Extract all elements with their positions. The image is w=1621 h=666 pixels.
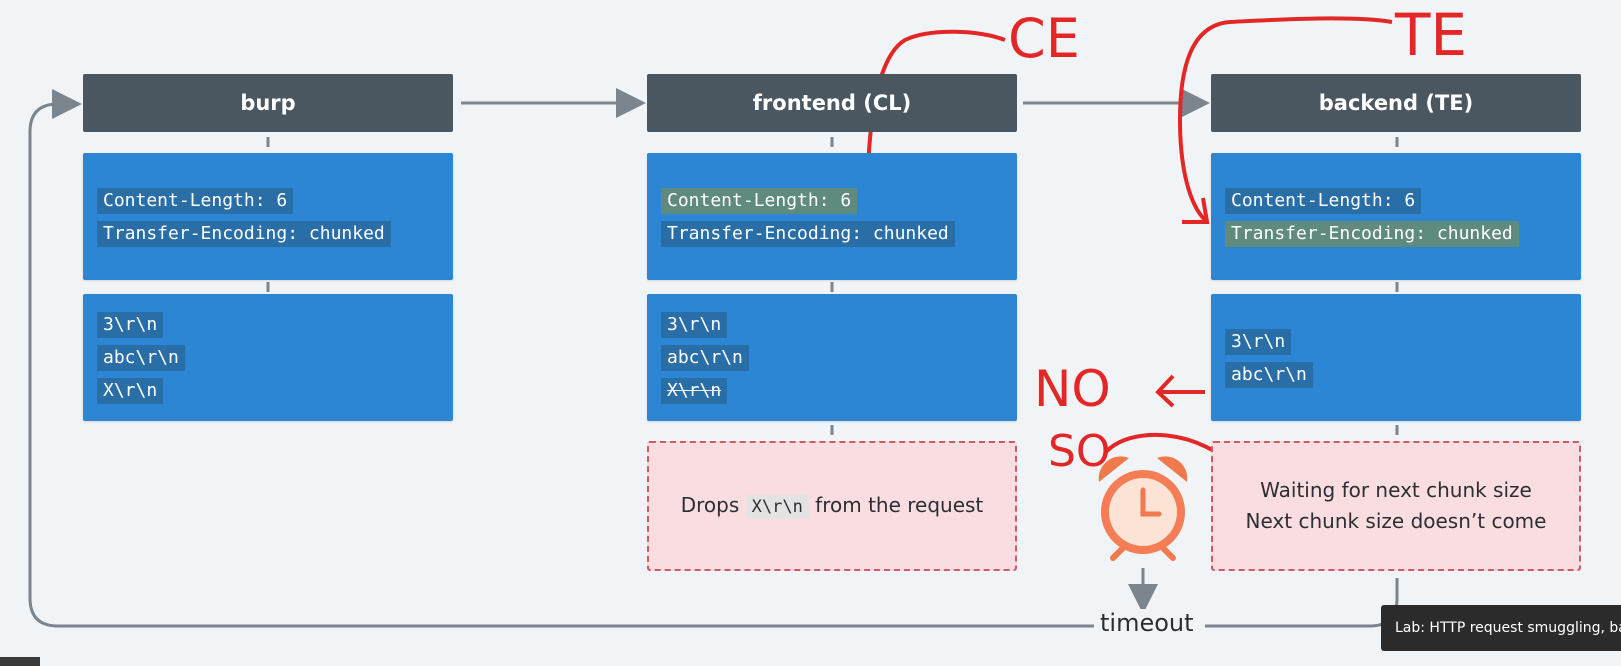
- backend-header-transfer-encoding: Transfer-Encoding: chunked: [1225, 221, 1519, 247]
- no-arrow: [1155, 374, 1205, 408]
- burp-body-line: abc\r\n: [97, 345, 185, 371]
- alarm-clock-icon: [1098, 456, 1188, 561]
- backend-note-line2: Next chunk size doesn’t come: [1245, 509, 1547, 533]
- frontend-header-transfer-encoding: Transfer-Encoding: chunked: [661, 221, 955, 247]
- frontend-note: Drops X\r\n from the request: [647, 441, 1017, 571]
- frontend-headers-box: Content-Length: 6 Transfer-Encoding: chu…: [647, 153, 1017, 280]
- corner-fragment: [0, 657, 40, 666]
- annotation-no: NO: [1034, 360, 1111, 418]
- backend-body-line: abc\r\n: [1225, 362, 1313, 388]
- backend-body-box: 3\r\n abc\r\n: [1211, 294, 1581, 421]
- frontend-body-line: 3\r\n: [661, 312, 728, 338]
- frontend-body-line-dropped: X\r\n: [661, 378, 728, 404]
- frontend-body-line: abc\r\n: [661, 345, 749, 371]
- burp-body-line: 3\r\n: [97, 312, 164, 338]
- burp-headers-box: Content-Length: 6 Transfer-Encoding: chu…: [83, 153, 453, 280]
- backend-headers-box: Content-Length: 6 Transfer-Encoding: chu…: [1211, 153, 1581, 280]
- burp-header-transfer-encoding: Transfer-Encoding: chunked: [97, 221, 391, 247]
- backend-header-content-length: Content-Length: 6: [1225, 188, 1422, 214]
- node-frontend-header: frontend (CL): [647, 74, 1017, 132]
- te-arrow: [1177, 16, 1393, 222]
- backend-note: Waiting for next chunk size Next chunk s…: [1211, 441, 1581, 571]
- frontend-note-code: X\r\n: [745, 494, 809, 519]
- timeout-label: timeout: [1096, 609, 1198, 637]
- burp-body-box: 3\r\n abc\r\n X\r\n: [83, 294, 453, 421]
- node-backend-header: backend (TE): [1211, 74, 1581, 132]
- node-burp-header: burp: [83, 74, 453, 132]
- burp-body-line: X\r\n: [97, 378, 164, 404]
- annotation-te: TE: [1395, 1, 1468, 69]
- frontend-note-text: Drops X\r\n from the request: [680, 492, 984, 519]
- frontend-body-box: 3\r\n abc\r\n X\r\n: [647, 294, 1017, 421]
- burp-header-content-length: Content-Length: 6: [97, 188, 294, 214]
- backend-note-line1: Waiting for next chunk size: [1260, 478, 1532, 502]
- lab-tooltip: Lab: HTTP request smuggling, basic: [1381, 605, 1621, 651]
- annotation-ce: CE: [1008, 7, 1080, 70]
- frontend-header-content-length: Content-Length: 6: [661, 188, 858, 214]
- annotation-so: SO: [1048, 426, 1111, 477]
- backend-body-line: 3\r\n: [1225, 329, 1292, 355]
